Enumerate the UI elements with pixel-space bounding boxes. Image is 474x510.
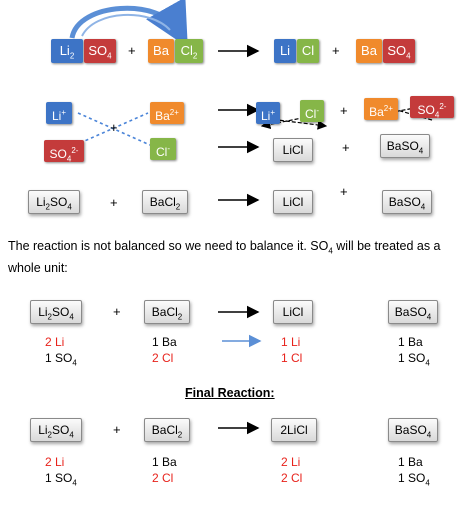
bacl2-box: BaCl2 bbox=[144, 418, 190, 442]
licl-box: LiCl bbox=[273, 138, 313, 162]
licl-box: LiCl bbox=[273, 190, 313, 214]
baso4-box: BaSO4 bbox=[380, 134, 430, 158]
atom-count: 1 Ba 2 Cl bbox=[152, 335, 177, 365]
ba-tile: Ba bbox=[148, 39, 174, 63]
cl-product-tile: Cl bbox=[297, 39, 319, 63]
bond-arrow-licl bbox=[261, 117, 328, 130]
atom-count: 1 Li 1 Cl bbox=[281, 335, 303, 365]
cl-ion: Cl- bbox=[150, 138, 176, 160]
cross-dotted-2 bbox=[79, 112, 149, 144]
baso4-box: BaSO4 bbox=[388, 418, 438, 442]
explanation-text: The reaction is not balanced so we need … bbox=[8, 239, 441, 275]
baso4-box: BaSO4 bbox=[388, 300, 438, 324]
atom-count: 1 Ba 1 SO4 bbox=[398, 335, 430, 368]
li-ion-product: Li+ bbox=[256, 102, 280, 124]
atom-count: 2 Li 2 Cl bbox=[281, 455, 303, 485]
plus-sign: + bbox=[342, 140, 350, 155]
plus-sign: + bbox=[113, 422, 121, 437]
plus-sign: + bbox=[340, 184, 348, 199]
li2-tile: Li2 bbox=[51, 39, 83, 63]
baso4-box: BaSO4 bbox=[382, 190, 432, 214]
atom-count: 2 Li 1 SO4 bbox=[45, 335, 77, 368]
li-ion: Li+ bbox=[46, 102, 72, 124]
2licl-box: 2LiCl bbox=[271, 418, 317, 442]
li2so4-box: Li2SO4 bbox=[30, 300, 82, 324]
plus-sign: + bbox=[110, 120, 118, 135]
plus-sign: + bbox=[128, 43, 136, 58]
atom-count: 1 Ba 1 SO4 bbox=[398, 455, 430, 488]
atom-count: 2 Li 1 SO4 bbox=[45, 455, 77, 488]
final-reaction-title: Final Reaction: bbox=[185, 386, 275, 400]
cl2-tile: Cl2 bbox=[175, 39, 203, 63]
li2so4-box: Li2SO4 bbox=[30, 418, 82, 442]
li-product-tile: Li bbox=[274, 39, 296, 63]
swap-loop-arrow bbox=[69, 0, 188, 48]
swap-loop-arrow-back bbox=[81, 13, 171, 37]
bacl2-box: BaCl2 bbox=[142, 190, 188, 214]
so4-product-tile: SO4 bbox=[383, 39, 415, 63]
cross-dotted-1 bbox=[77, 112, 151, 146]
so4-tile: SO4 bbox=[84, 39, 116, 63]
bacl2-box: BaCl2 bbox=[144, 300, 190, 324]
li2so4-box: Li2SO4 bbox=[28, 190, 80, 214]
cl-ion-product: Cl- bbox=[300, 100, 324, 122]
plus-sign: + bbox=[340, 103, 348, 118]
bond-arrow-licl-back bbox=[260, 113, 323, 130]
plus-sign: + bbox=[110, 195, 118, 210]
ba-product-tile: Ba bbox=[356, 39, 382, 63]
so4-ion-product: SO42- bbox=[410, 96, 454, 119]
ba-ion-product: Ba2+ bbox=[364, 98, 398, 120]
plus-sign: + bbox=[332, 43, 340, 58]
so4-ion: SO42- bbox=[44, 140, 84, 163]
ba-ion: Ba2+ bbox=[150, 102, 184, 124]
licl-box: LiCl bbox=[273, 300, 313, 324]
atom-count: 1 Ba 2 Cl bbox=[152, 455, 177, 485]
plus-sign: + bbox=[113, 304, 121, 319]
